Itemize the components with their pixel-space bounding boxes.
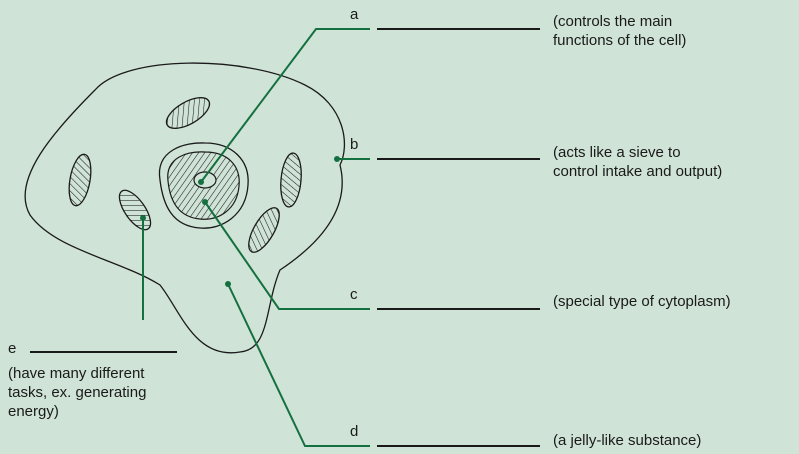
pointer-dot-e (140, 215, 146, 221)
description-b-line2: control intake and output) (553, 162, 722, 181)
description-a: (controls the main functions of the cell… (553, 12, 686, 50)
leader-line-c (205, 202, 370, 309)
nucleolus (194, 172, 216, 188)
description-d: (a jelly-like substance) (553, 431, 701, 450)
description-e-line1: (have many different (8, 364, 146, 383)
description-d-line1: (a jelly-like substance) (553, 431, 701, 450)
mitochondrion-right (279, 152, 304, 208)
label-letter-e: e (8, 340, 16, 358)
pointer-dot-b (334, 156, 340, 162)
description-a-line2: functions of the cell) (553, 31, 686, 50)
mitochondrion-left (66, 153, 95, 208)
description-c: (special type of cytoplasm) (553, 292, 731, 311)
mitochondrion-lower-right (243, 203, 285, 256)
label-letter-d: d (350, 423, 358, 441)
label-letter-a: a (350, 6, 358, 24)
description-e: (have many different tasks, ex. generati… (8, 364, 146, 421)
mitochondrion-top (162, 91, 215, 134)
description-c-line1: (special type of cytoplasm) (553, 292, 731, 311)
mitochondrion-lower-left (114, 185, 157, 234)
description-a-line1: (controls the main (553, 12, 686, 31)
pointer-dot-a (198, 179, 204, 185)
description-b: (acts like a sieve to control intake and… (553, 143, 722, 181)
pointer-dot-c (202, 199, 208, 205)
description-e-line3: energy) (8, 402, 146, 421)
description-e-line2: tasks, ex. generating (8, 383, 146, 402)
description-b-line1: (acts like a sieve to (553, 143, 722, 162)
label-letter-b: b (350, 136, 358, 154)
pointer-dot-d (225, 281, 231, 287)
label-letter-c: c (350, 286, 358, 304)
